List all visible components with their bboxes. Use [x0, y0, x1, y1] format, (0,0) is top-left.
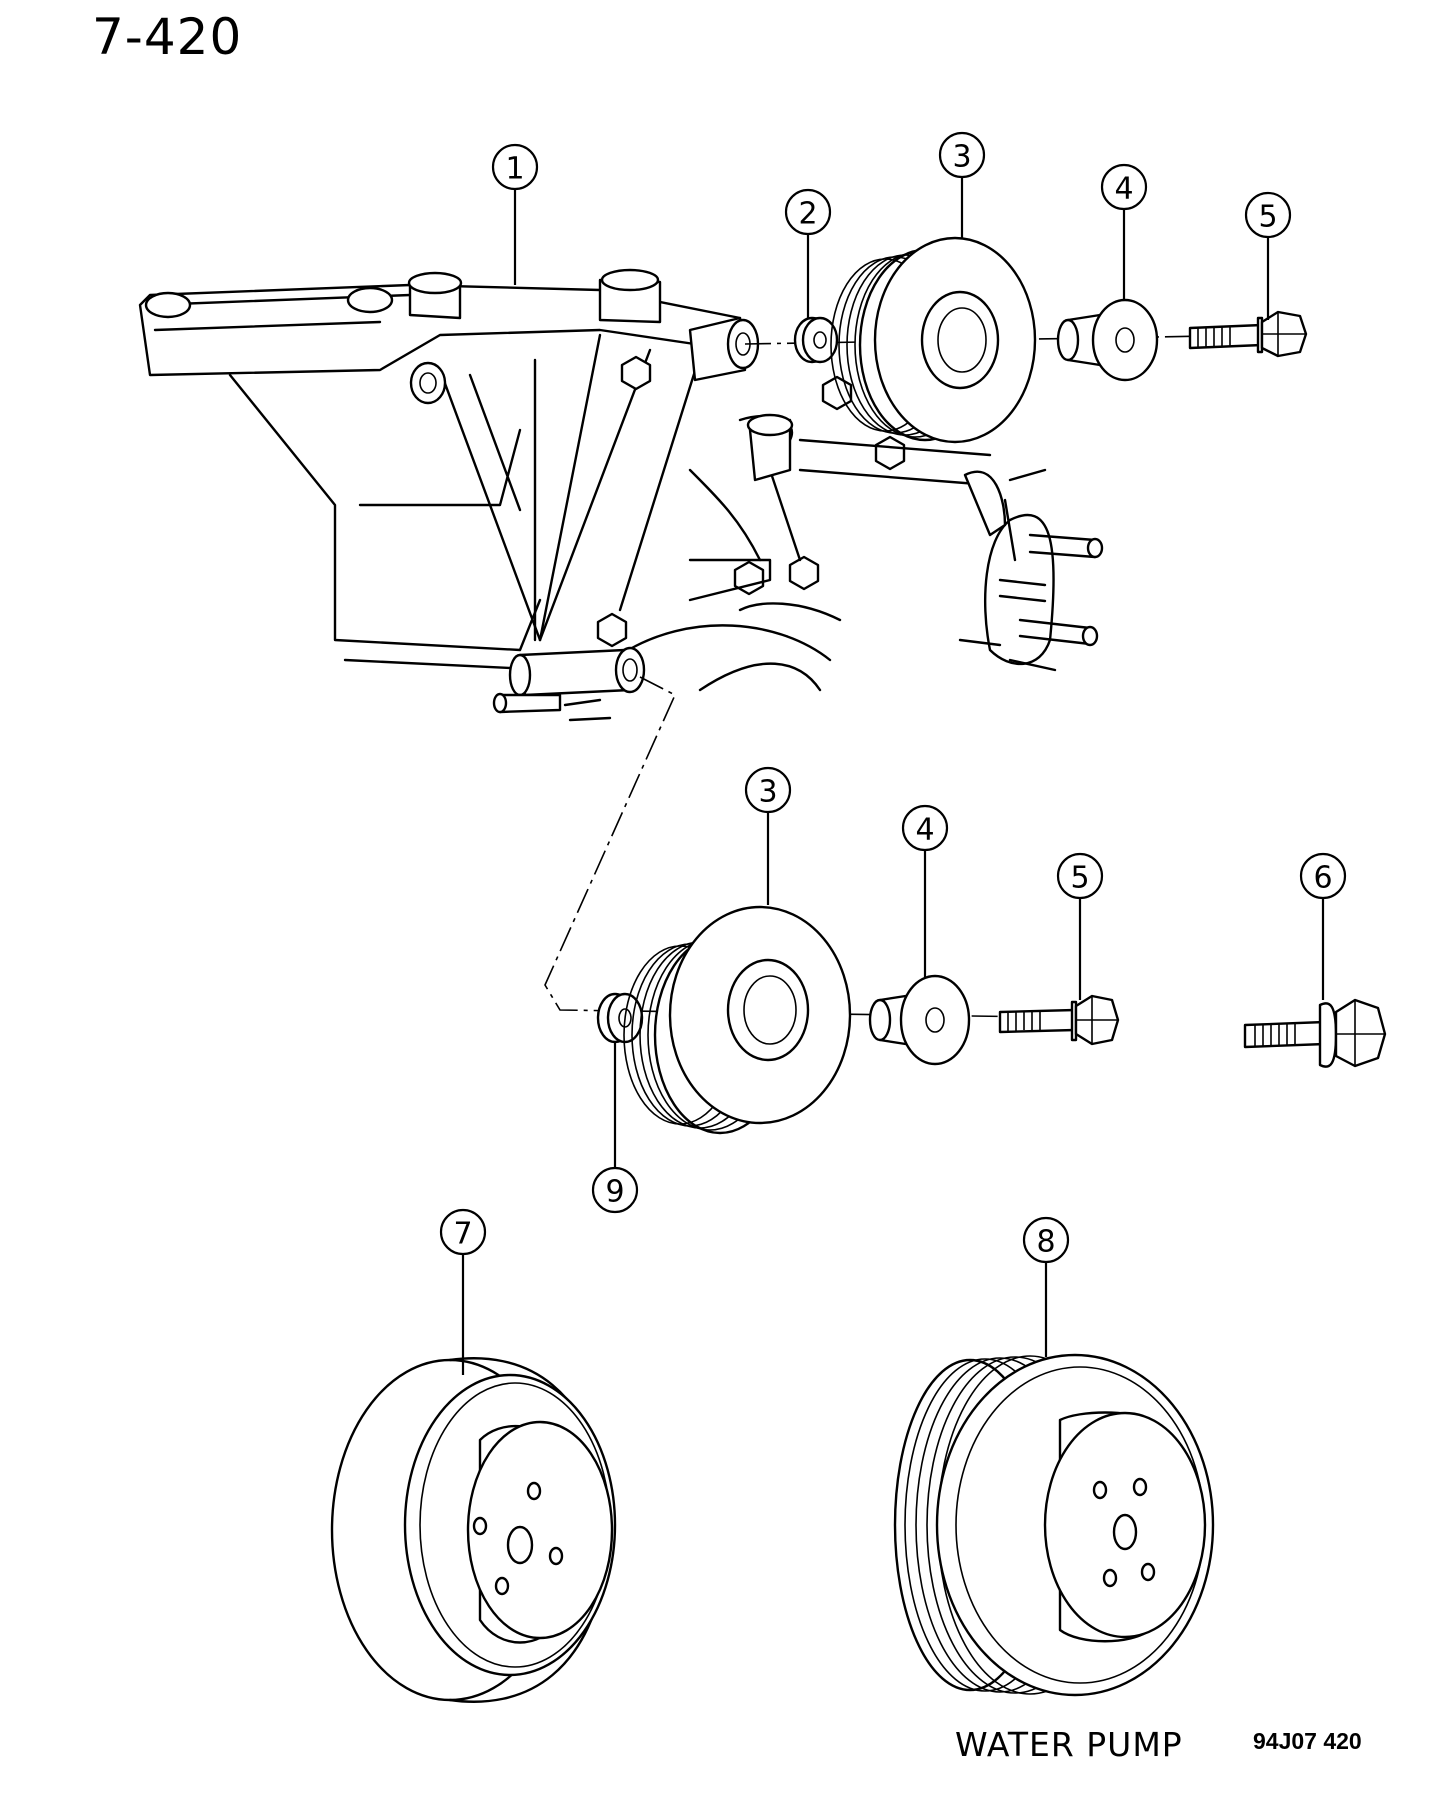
callout-2-spacer: 2 [784, 188, 832, 236]
callout-3-pulley-lower: 3 [744, 766, 792, 814]
bolt-lower [998, 994, 1120, 1046]
callout-4-bushing-upper: 4 [1100, 163, 1148, 211]
bolt-part-6 [1243, 998, 1387, 1068]
callout-number: 8 [1036, 1225, 1055, 1260]
callout-number: 2 [798, 197, 817, 232]
callout-number: 5 [1070, 861, 1089, 896]
callout-5-bolt-upper: 5 [1244, 191, 1292, 239]
callout-number: 3 [758, 775, 777, 810]
callout-3-pulley-upper: 3 [938, 131, 986, 179]
callout-number: 4 [915, 813, 934, 848]
bolt-upper [1188, 310, 1308, 358]
callout-number: 6 [1313, 861, 1332, 896]
callout-6-bolt: 6 [1299, 852, 1347, 900]
spacer-upper [793, 316, 839, 364]
idler-pulley-upper [830, 236, 1037, 444]
callout-number: 1 [505, 152, 524, 187]
callout-4-bushing-lower: 4 [901, 804, 949, 852]
pulley-bushing-upper [1056, 298, 1159, 382]
callout-number: 5 [1258, 200, 1277, 235]
mounting-bracket-illustration [138, 268, 1104, 722]
diagram-caption: WATER PUMP [955, 1725, 1183, 1764]
pulley-bushing-lower [868, 974, 971, 1066]
callout-9-spacer-lower: 9 [591, 1166, 639, 1214]
callout-8-pulley: 8 [1022, 1216, 1070, 1264]
callout-leaders [461, 178, 1325, 1375]
callout-7-pulley: 7 [439, 1208, 487, 1256]
callout-number: 7 [453, 1217, 472, 1252]
water-pump-pulley-single [330, 1357, 617, 1703]
callout-number: 9 [605, 1175, 624, 1210]
callout-1-bracket: 1 [491, 143, 539, 191]
water-pump-pulley-serpentine [893, 1353, 1215, 1697]
illustration-code: 94J07 420 [1253, 1728, 1362, 1754]
callout-number: 4 [1114, 172, 1133, 207]
idler-pulley-lower [623, 905, 852, 1135]
callout-5-bolt-lower: 5 [1056, 852, 1104, 900]
callout-number: 3 [952, 140, 971, 175]
page-number: 7-420 [92, 8, 243, 66]
